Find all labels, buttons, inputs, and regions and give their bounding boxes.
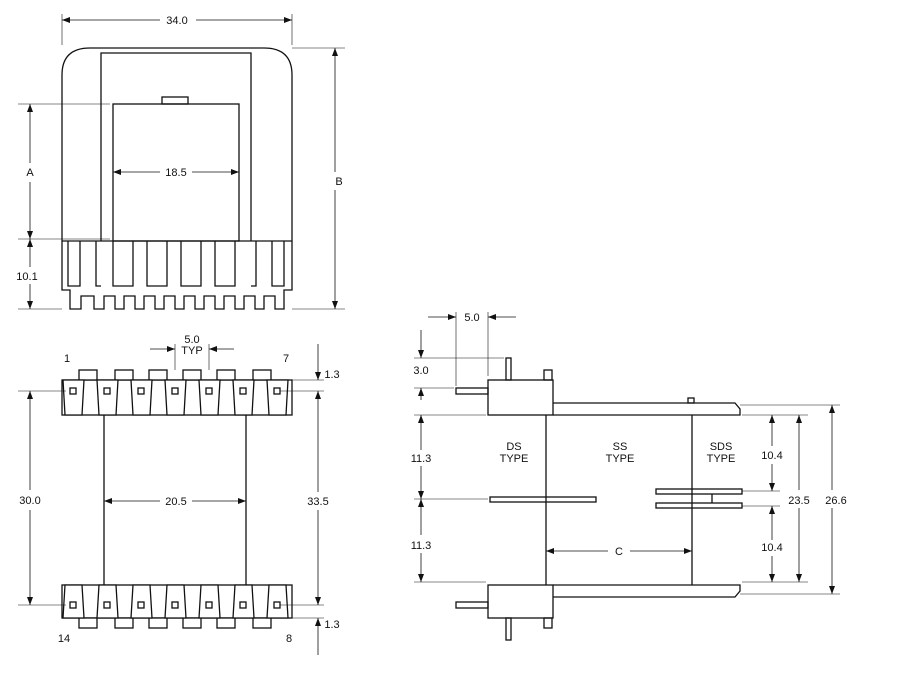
pin-slot-band [61, 240, 293, 310]
sds-type-line1: SDS [710, 441, 733, 453]
inner-width-dimension: 18.5 [165, 167, 186, 179]
pin-row-bottom [61, 584, 293, 629]
overall-length-dimension: 33.5 [307, 496, 328, 508]
pin-length-dimension: 3.0 [413, 365, 428, 377]
dim-c-label: C [615, 546, 623, 558]
pin-view: 1 7 14 8 5.0 TYP 1.3 1.3 [18, 334, 340, 655]
ds-type-line2: TYPE [500, 453, 529, 465]
pin-offset-dimension: 5.0 [464, 312, 479, 324]
ds-type-line1: DS [506, 441, 521, 453]
width-dimension: 34.0 [166, 15, 187, 27]
ss-type-line2: TYPE [606, 453, 635, 465]
sds-type-line2: TYPE [707, 453, 736, 465]
pin-1-label: 1 [64, 353, 70, 365]
sds-lower-dimension: 10.4 [761, 542, 782, 554]
sds-upper-dimension: 10.4 [761, 450, 782, 462]
pad-offset-top-dimension: 1.3 [324, 369, 339, 381]
top-view: 34.0 18.5 A 10.1 B [16, 14, 345, 310]
ss-type-line1: SS [613, 441, 628, 453]
dim-b-label: B [335, 176, 342, 188]
lower-gap-dimension: 11.3 [411, 540, 432, 552]
dim-a-label: A [26, 167, 34, 179]
pin-14-label: 14 [58, 633, 70, 645]
overall-height-dimension: 26.6 [825, 495, 846, 507]
pin-7-label: 7 [283, 353, 289, 365]
upper-gap-dimension: 11.3 [411, 453, 432, 465]
pitch-dimension: 5.0 [184, 334, 199, 346]
inner-height-dimension: 23.5 [788, 495, 809, 507]
row-spacing-dimension: 30.0 [19, 495, 40, 507]
pin-8-label: 8 [286, 633, 292, 645]
pin-row-top [61, 369, 293, 416]
pitch-typ-note: TYP [181, 345, 202, 357]
span-dimension: 20.5 [165, 496, 186, 508]
pin-height-dimension: 10.1 [16, 271, 37, 283]
side-view: DS TYPE SS TYPE SDS TYPE 5.0 3.0 11.3 [411, 312, 847, 641]
pad-offset-bottom-dimension: 1.3 [324, 619, 339, 631]
